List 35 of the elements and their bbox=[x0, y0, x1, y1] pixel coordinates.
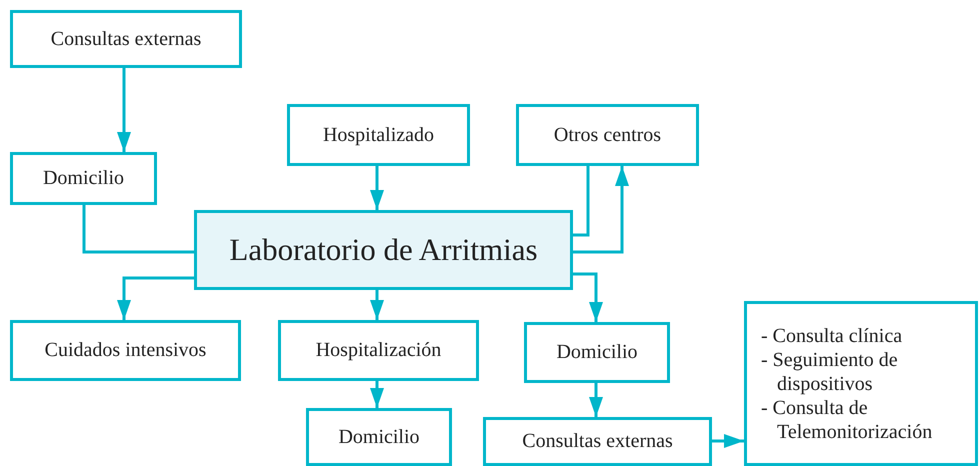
arrow bbox=[573, 166, 629, 254]
arrow bbox=[370, 290, 384, 320]
process-box bbox=[516, 104, 699, 166]
process-box bbox=[483, 417, 712, 466]
connector-line bbox=[82, 205, 194, 254]
box-label: Domicilio bbox=[556, 341, 638, 364]
arrow bbox=[573, 272, 603, 322]
process-box bbox=[287, 104, 470, 166]
box-label: Hospitalizado bbox=[322, 124, 434, 146]
list-item: - Consulta clínica bbox=[761, 324, 902, 348]
list-item: - Consulta de Telemonitorización bbox=[761, 396, 934, 444]
central-box bbox=[194, 210, 573, 290]
process-box bbox=[306, 408, 452, 466]
arrow bbox=[117, 68, 131, 152]
box-label: Consultas externas bbox=[50, 28, 202, 50]
box-label: Cuidados intensivos bbox=[44, 339, 206, 362]
box-label: Consultas externas bbox=[522, 430, 673, 453]
arrow bbox=[117, 276, 194, 320]
process-box bbox=[10, 152, 157, 205]
box-label: Domicilio bbox=[338, 426, 420, 448]
process-box bbox=[278, 320, 479, 381]
process-box bbox=[744, 301, 978, 466]
process-box bbox=[10, 10, 242, 68]
arrow bbox=[589, 383, 603, 417]
process-box bbox=[524, 322, 670, 383]
box-label: Domicilio bbox=[42, 167, 124, 190]
connector-line bbox=[573, 166, 590, 236]
box-label: Hospitalización bbox=[316, 339, 442, 362]
box-label: Laboratorio de Arritmias bbox=[229, 232, 538, 268]
box-label: Otros centros bbox=[554, 124, 662, 146]
list-item: - Seguimiento de dispositivos bbox=[761, 348, 899, 396]
arrow bbox=[712, 434, 744, 448]
arrow bbox=[370, 166, 384, 210]
process-box bbox=[10, 320, 241, 381]
arrow bbox=[370, 381, 384, 408]
